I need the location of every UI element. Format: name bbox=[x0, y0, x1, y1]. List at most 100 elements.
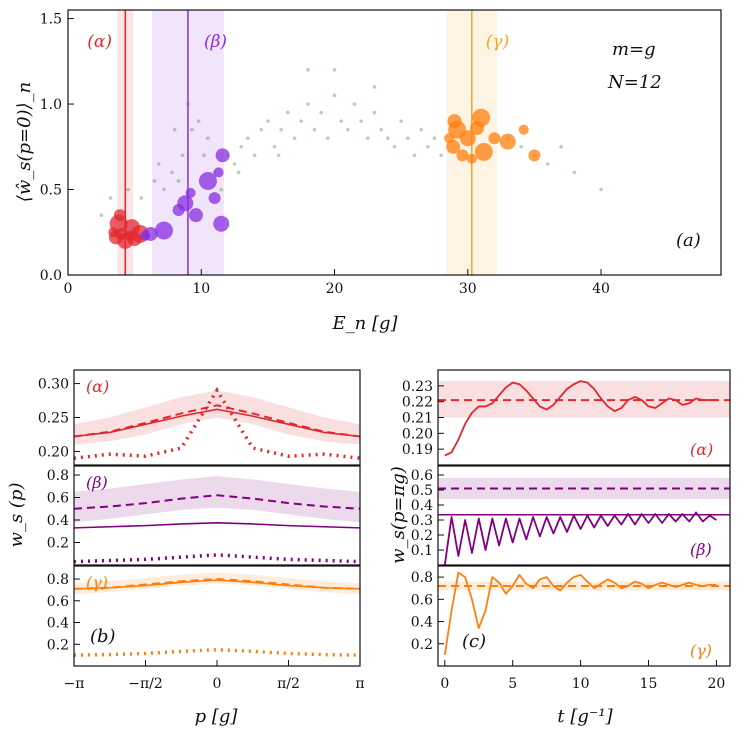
data-point bbox=[276, 153, 281, 158]
data-point bbox=[252, 153, 257, 158]
band-area bbox=[74, 572, 360, 595]
data-point bbox=[466, 153, 477, 164]
solid-line bbox=[73, 408, 361, 438]
panel-a-label: (a) bbox=[676, 230, 701, 251]
solid-line bbox=[73, 522, 361, 529]
subpanel-label: (β) bbox=[86, 473, 108, 492]
data-point bbox=[432, 136, 437, 141]
y-tick-label: 1.5 bbox=[40, 12, 62, 28]
x-tick-label: −π/2 bbox=[128, 676, 163, 692]
data-point bbox=[528, 149, 541, 162]
data-point bbox=[379, 127, 383, 132]
y-tick-label: 0.8 bbox=[411, 570, 433, 586]
data-point bbox=[306, 102, 310, 106]
y-tick-label: 0.5 bbox=[40, 183, 62, 199]
data-point bbox=[202, 153, 206, 158]
y-tick-label: 0.6 bbox=[47, 594, 69, 610]
region-label: (α) bbox=[87, 32, 112, 52]
data-point bbox=[359, 119, 363, 123]
x-tick-label: π bbox=[355, 676, 364, 692]
data-point bbox=[246, 136, 250, 141]
x-tick-label: 40 bbox=[592, 281, 610, 297]
y-tick-label: 0.1 bbox=[411, 543, 433, 559]
data-point bbox=[386, 136, 390, 141]
y-tick-label: 0.0 bbox=[40, 268, 62, 284]
region-label: (β) bbox=[204, 32, 227, 52]
data-point bbox=[572, 170, 577, 175]
data-point bbox=[346, 127, 350, 132]
data-point bbox=[143, 226, 158, 241]
data-point bbox=[186, 102, 190, 106]
x-tick-label: 5 bbox=[508, 676, 517, 692]
y-tick-label: 0.20 bbox=[402, 426, 433, 442]
y-tick-label: 0.2 bbox=[47, 637, 69, 653]
data-point bbox=[519, 144, 523, 149]
x-tick-label: 0 bbox=[213, 676, 222, 692]
y-tick-label: 0.6 bbox=[411, 592, 433, 608]
data-point bbox=[190, 127, 194, 132]
panel-a-xlabel: E_n [g] bbox=[331, 313, 398, 334]
y-tick-label: 0.2 bbox=[411, 637, 433, 653]
data-point bbox=[399, 119, 403, 123]
subpanel-frame bbox=[73, 465, 361, 566]
dashed-line bbox=[73, 404, 361, 438]
data-point bbox=[213, 167, 224, 178]
x-tick-label: 20 bbox=[326, 281, 344, 297]
dotted-line bbox=[73, 647, 361, 657]
panel-c-ylabel: w_s(p=πg) bbox=[388, 466, 409, 564]
time-series-line bbox=[443, 511, 717, 566]
subpanel-frame bbox=[437, 465, 731, 566]
x-tick-label: 0 bbox=[440, 676, 449, 692]
data-point bbox=[156, 162, 161, 166]
data-point bbox=[123, 219, 140, 236]
data-point bbox=[213, 215, 230, 232]
data-point bbox=[176, 179, 181, 183]
data-point bbox=[406, 136, 410, 141]
data-point bbox=[162, 187, 166, 192]
data-point bbox=[419, 127, 423, 132]
data-point bbox=[326, 136, 330, 141]
y-tick-label: 0.2 bbox=[411, 528, 433, 544]
panel-b-xlabel: p [g] bbox=[195, 706, 239, 727]
data-point bbox=[259, 127, 264, 132]
data-point bbox=[392, 144, 397, 149]
data-point bbox=[172, 127, 177, 132]
y-tick-label: 0.19 bbox=[402, 442, 433, 458]
band-area bbox=[74, 476, 360, 523]
data-point bbox=[206, 136, 210, 141]
data-point bbox=[266, 119, 270, 123]
x-tick-label: 10 bbox=[192, 281, 210, 297]
y-tick-label: 0.6 bbox=[47, 491, 69, 507]
data-point bbox=[108, 196, 113, 200]
panel-a-frame bbox=[67, 9, 722, 276]
data-point bbox=[180, 153, 185, 158]
x-tick-label: 30 bbox=[459, 281, 477, 297]
data-point bbox=[426, 144, 430, 149]
panel-b-ylabel: w_s (p) bbox=[6, 483, 27, 548]
y-tick-label: 0.4 bbox=[411, 615, 433, 631]
y-tick-label: 0.23 bbox=[402, 379, 433, 395]
data-point bbox=[412, 153, 417, 158]
panel-a-annotation-line1: m=g bbox=[612, 39, 656, 60]
dotted-line bbox=[73, 387, 361, 460]
data-point bbox=[332, 68, 337, 72]
y-tick-label: 0.4 bbox=[411, 498, 433, 514]
y-tick-label: 0.5 bbox=[411, 483, 433, 499]
data-point bbox=[319, 110, 324, 115]
y-tick-label: 0.22 bbox=[402, 395, 433, 411]
x-tick-label: 15 bbox=[640, 676, 658, 692]
x-tick-label: 20 bbox=[708, 676, 726, 692]
y-tick-label: 0.6 bbox=[411, 468, 433, 484]
y-tick-label: 0.30 bbox=[38, 377, 69, 393]
data-point bbox=[198, 171, 217, 190]
panel-c: (α)0.190.200.210.220.23(β)0.10.20.30.40.… bbox=[388, 369, 731, 727]
panel-b: (α)0.200.250.30(β)0.20.40.60.8(γ)0.20.40… bbox=[6, 369, 365, 727]
y-tick-label: 0.4 bbox=[47, 616, 69, 632]
data-point bbox=[152, 179, 157, 183]
panel-c-xlabel: t [g⁻¹] bbox=[557, 706, 613, 727]
data-point bbox=[236, 170, 241, 175]
x-tick-label: π/2 bbox=[277, 676, 300, 692]
subpanel-label: (α) bbox=[86, 377, 109, 396]
